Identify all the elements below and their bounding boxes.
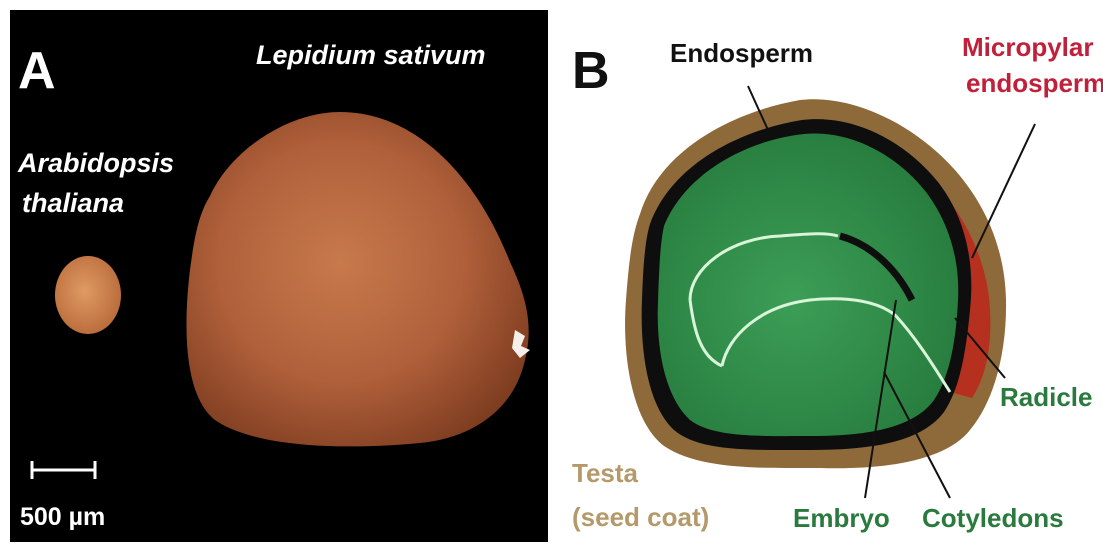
panel-a: A Arabidopsis thaliana Lepidium sativum … — [10, 10, 548, 542]
arabidopsis-label-line1: Arabidopsis — [17, 148, 174, 178]
micropylar-label-line2: endosperm — [966, 68, 1103, 98]
testa-label-line1: Testa — [572, 458, 639, 488]
cotyledons-label: Cotyledons — [922, 503, 1064, 533]
panel-a-letter: A — [18, 42, 56, 100]
endosperm-label: Endosperm — [670, 38, 813, 68]
panel-b: B Endosperm Micropylar endosperm Radicle… — [554, 10, 1103, 542]
embryo-label: Embryo — [793, 503, 890, 533]
embryo-body — [658, 134, 959, 437]
scale-bar-label: 500 µm — [20, 503, 105, 531]
testa-label-line2: (seed coat) — [572, 502, 709, 532]
arabidopsis-label-line2: thaliana — [22, 188, 124, 218]
radicle-label: Radicle — [1000, 382, 1093, 412]
panel-b-letter: B — [572, 42, 610, 100]
arabidopsis-seed — [55, 256, 121, 334]
lepidium-label: Lepidium sativum — [256, 40, 486, 70]
micropylar-label-line1: Micropylar — [962, 32, 1094, 62]
